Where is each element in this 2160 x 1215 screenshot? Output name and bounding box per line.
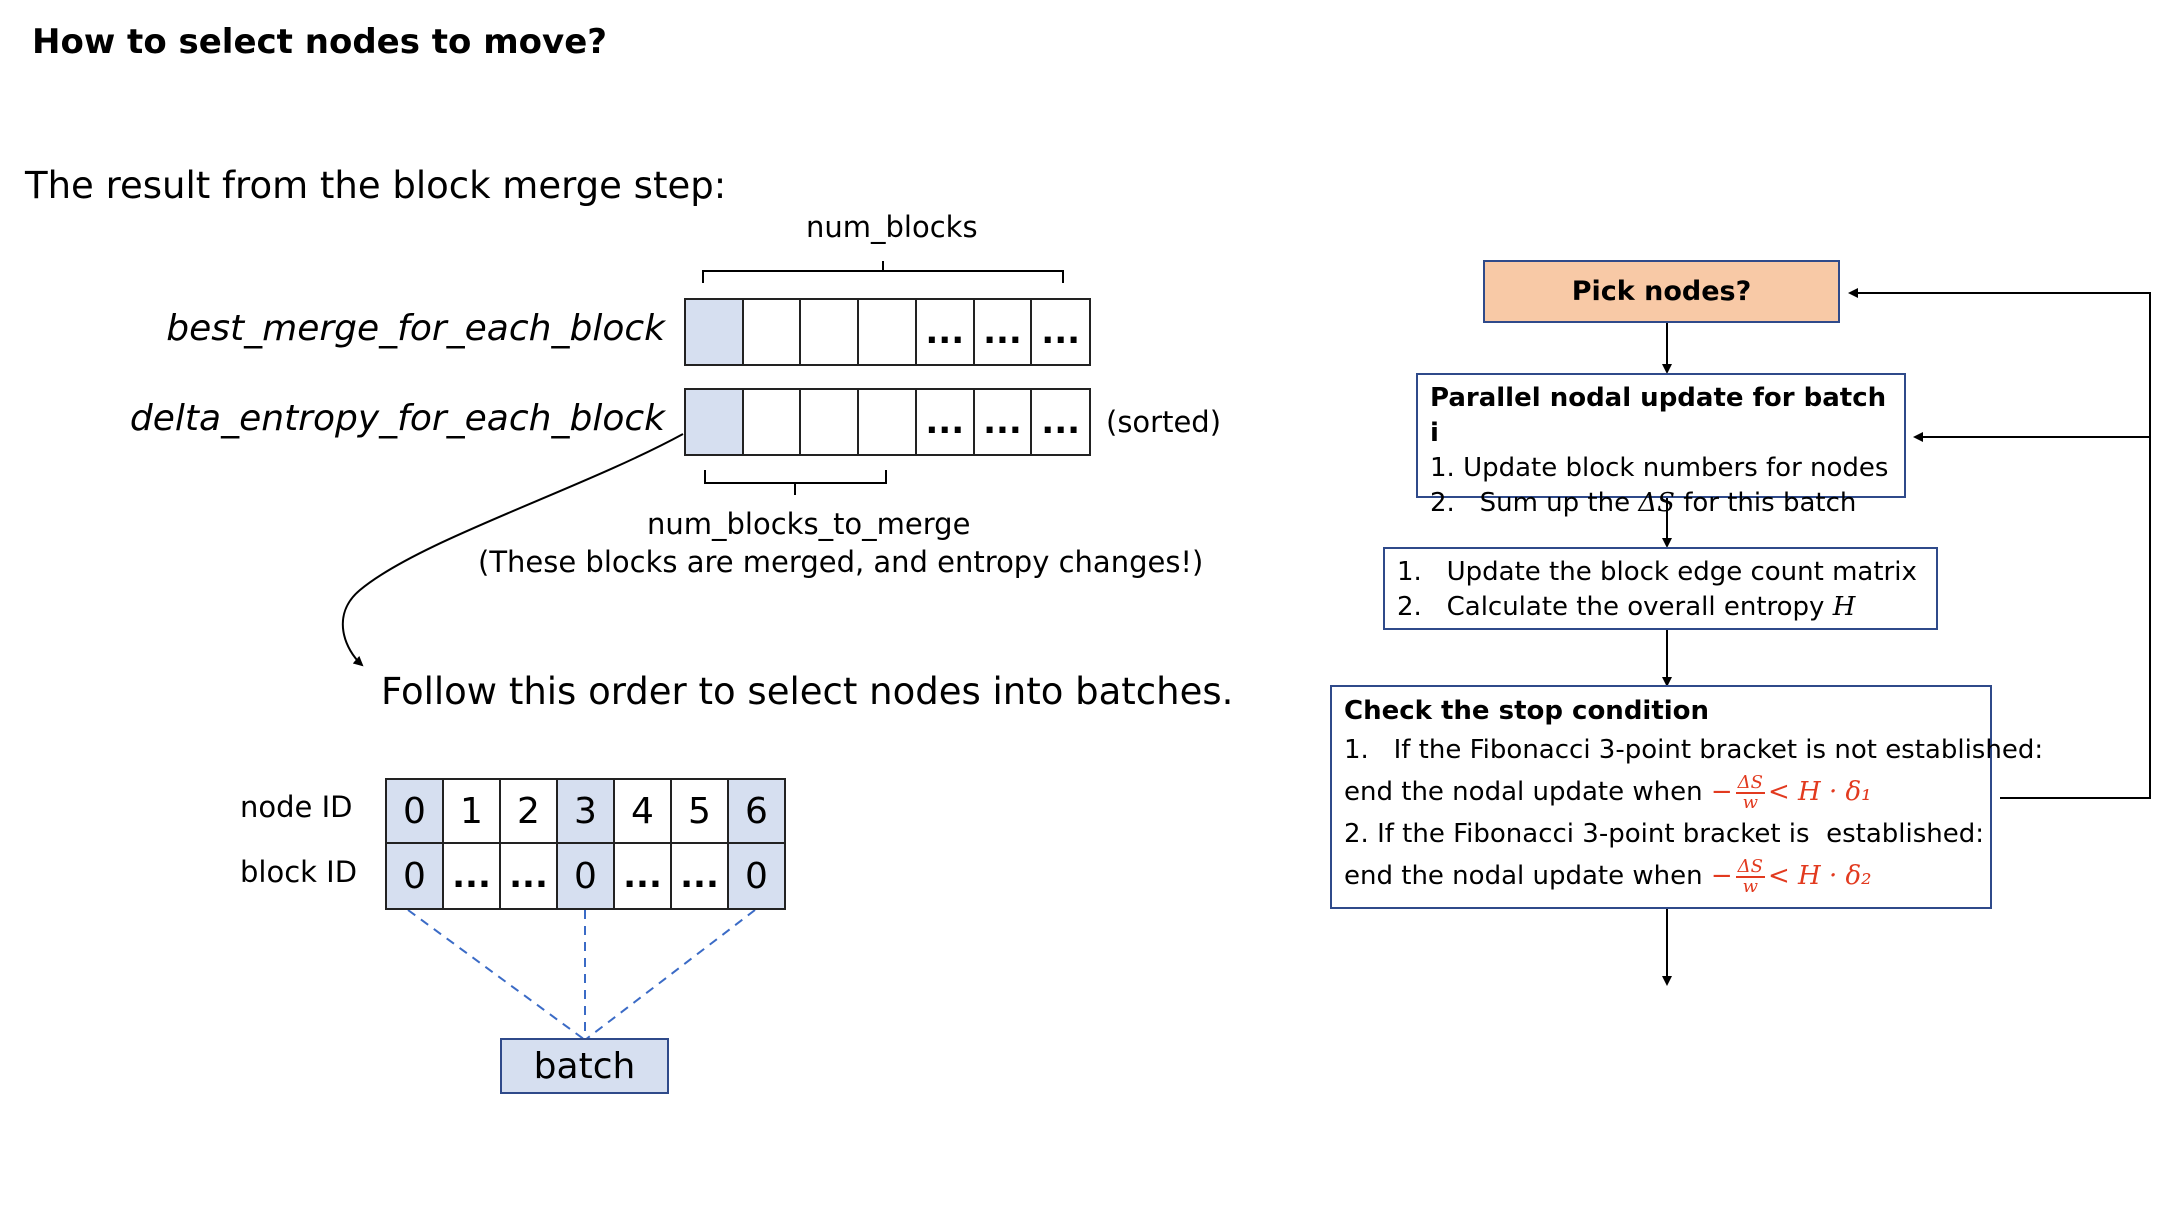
array-cell: ... (974, 300, 1033, 364)
block-id-cell: 0 (387, 844, 444, 908)
node-id-label: node ID (240, 790, 353, 824)
block-id-cell: ... (444, 844, 501, 908)
array-cell: ... (916, 390, 975, 454)
node-id-cell: 3 (558, 780, 615, 842)
stop-condition-title: Check the stop condition (1344, 696, 1710, 726)
array-cell (801, 390, 860, 454)
array-cell (686, 390, 744, 454)
node-id-cell: 5 (672, 780, 729, 842)
block-id-label: block ID (240, 855, 358, 889)
update-matrix-item-2: 2. Calculate the overall entropy H (1397, 592, 1856, 622)
delta-entropy-label: delta_entropy_for_each_block (129, 398, 665, 439)
node-id-row: 0 1 2 3 4 5 6 (385, 778, 786, 844)
pick-nodes-box: Pick nodes? (1483, 260, 1840, 323)
block-id-cell: ... (672, 844, 729, 908)
parallel-update-item-1: 1. Update block numbers for nodes (1430, 453, 1889, 483)
delta-entropy-array: ... ... ... (684, 388, 1091, 456)
stop-condition-item-2: 2. If the Fibonacci 3-point bracket is e… (1344, 819, 1984, 849)
num-blocks-to-merge-label: num_blocks_to_merge (647, 507, 971, 541)
array-cell (743, 300, 802, 364)
batch-dashed-lines (407, 909, 756, 1041)
stop-condition-item-1: 1. If the Fibonacci 3-point bracket is n… (1344, 735, 2044, 765)
node-id-cell: 6 (729, 780, 784, 842)
block-id-cell: ... (501, 844, 558, 908)
num-blocks-label: num_blocks (806, 210, 978, 244)
merged-note: (These blocks are merged, and entropy ch… (478, 545, 1204, 579)
update-matrix-item-1: 1. Update the block edge count matrix (1397, 557, 1917, 587)
block-id-cell: ... (615, 844, 672, 908)
node-id-cell: 4 (615, 780, 672, 842)
array-cell (859, 390, 917, 454)
node-id-cell: 1 (444, 780, 501, 842)
batch-box: batch (500, 1038, 669, 1094)
array-cell: ... (1032, 390, 1090, 454)
stop-condition-box: Check the stop condition 1. If the Fibon… (1330, 685, 2044, 909)
node-id-cell: 2 (501, 780, 558, 842)
parallel-update-title: Parallel nodal update for batch i (1430, 383, 1887, 448)
num-blocks-bracket (702, 261, 1064, 283)
array-cell (859, 300, 917, 364)
array-cell (686, 300, 744, 364)
num-blocks-to-merge-bracket (704, 470, 887, 495)
page-title: How to select nodes to move? (32, 22, 607, 62)
follow-order-text: Follow this order to select nodes into b… (381, 670, 1234, 713)
sorted-label: (sorted) (1106, 405, 1222, 439)
update-matrix-box: 1. Update the block edge count matrix 2.… (1383, 547, 1938, 630)
parallel-update-box: Parallel nodal update for batch i 1. Upd… (1416, 373, 1906, 518)
best-merge-array: ... ... ... (684, 298, 1091, 366)
array-cell: ... (916, 300, 975, 364)
block-id-cell: 0 (729, 844, 784, 908)
best-merge-label: best_merge_for_each_block (166, 308, 665, 349)
section-subtitle: The result from the block merge step: (25, 164, 727, 207)
order-arrow (341, 433, 684, 667)
array-cell: ... (1032, 300, 1090, 364)
node-id-cell: 0 (387, 780, 444, 842)
parallel-update-item-2: 2. Sum up the ΔS for this batch (1430, 488, 1857, 518)
array-cell (801, 300, 860, 364)
block-id-row: 0 ... ... 0 ... ... 0 (385, 842, 786, 910)
array-cell: ... (974, 390, 1033, 454)
array-cell (743, 390, 802, 454)
block-id-cell: 0 (558, 844, 615, 908)
